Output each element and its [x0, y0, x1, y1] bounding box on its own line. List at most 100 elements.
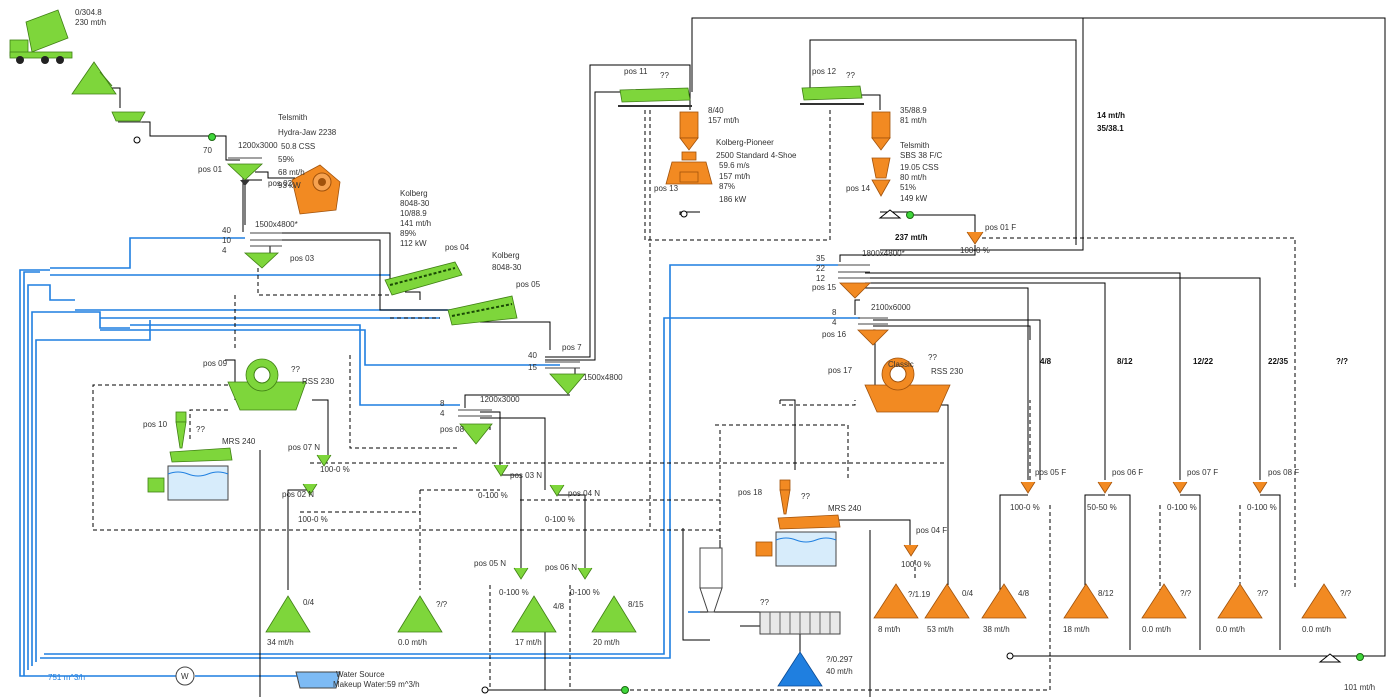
scr5-size: 2100x6000 [871, 303, 911, 312]
cone1-2: 2500 Standard 4-Shoe [716, 151, 797, 160]
cone1-rate: 157 mt/h [708, 116, 739, 125]
qq-rss2: ?? [928, 353, 937, 362]
node-start [481, 686, 489, 694]
splitter-icon [1097, 481, 1113, 494]
scr3-deck-2: 4 [440, 409, 445, 418]
final-rate-label: 101 mt/h [1344, 683, 1375, 692]
split-01F: 100-0 % [960, 246, 990, 255]
mrs1: MRS 240 [222, 437, 256, 446]
labels: 0/304.8 230 mt/h 70 1200x3000 Telsmith H… [48, 8, 1375, 692]
pile-9-rate: 0.0 mt/h [1142, 625, 1171, 634]
hydrocyclone-icon [175, 411, 187, 449]
recycle-size: 35/38.1 [1097, 124, 1124, 133]
pile-5-rate: 8 mt/h [878, 625, 900, 634]
hydrocyclone-icon [779, 479, 791, 515]
splitter-icon [316, 454, 332, 467]
prod-size-5: ?/? [1336, 357, 1348, 366]
makeup-water-label: Makeup Water:59 m^3/h [333, 680, 420, 689]
rss2: RSS 230 [931, 367, 964, 376]
pile-3-size: 4/8 [553, 602, 565, 611]
screen-icon [243, 232, 282, 269]
split-06N: 0-100 % [570, 588, 600, 597]
pile-6-size: 0/4 [962, 589, 974, 598]
scr4-size: 1800x4800* [862, 249, 905, 258]
stockpile-icon [924, 583, 970, 619]
label-pos14: pos 14 [846, 184, 871, 193]
scr2-deck-1: 40 [528, 351, 537, 360]
split-07N: 100-0 % [320, 465, 350, 474]
tank-icon [755, 531, 837, 567]
scr1-deck-2: 10 [222, 236, 231, 245]
node-sensor [906, 211, 914, 219]
jaw-info-4: 59% [278, 155, 294, 164]
stockpile-icon [1217, 583, 1263, 619]
split-04F: 100-0 % [901, 560, 931, 569]
screen-icon [857, 317, 889, 346]
stockpile-icon [981, 583, 1027, 619]
cone1-6: 186 kW [719, 195, 747, 204]
cone2-1: Telsmith [900, 141, 929, 150]
pile-4-rate: 20 mt/h [593, 638, 620, 647]
pile-7-size: 4/8 [1018, 589, 1030, 598]
pile-4-size: 8/15 [628, 600, 644, 609]
bucket-wheel-icon [227, 358, 307, 411]
kolberg1-3: 10/88.9 [400, 209, 427, 218]
cone2-2: SBS 38 F/C [900, 151, 942, 160]
qq-pos18: ?? [801, 492, 810, 501]
pile-10-rate: 0.0 mt/h [1216, 625, 1245, 634]
cone2-rate: 81 mt/h [900, 116, 927, 125]
pile-6-rate: 53 mt/h [927, 625, 954, 634]
mrs2: MRS 240 [828, 504, 862, 513]
log-washer-icon [384, 261, 463, 296]
splitter-icon [302, 483, 318, 496]
scr4-deck-1: 35 [816, 254, 825, 263]
cone-crusher-icon [871, 111, 891, 197]
split-08F: 0-100 % [1247, 503, 1277, 512]
truck-icon [9, 9, 73, 64]
pile-8-rate: 18 mt/h [1063, 625, 1090, 634]
splitter-icon [493, 464, 509, 477]
label-pos06N: pos 06 N [545, 563, 577, 572]
label-pos02N: pos 02 N [282, 490, 314, 499]
label-pos02: pos 02 [268, 179, 293, 188]
prod-size-4: 22/35 [1268, 357, 1289, 366]
label-pos03N: pos 03 N [510, 471, 542, 480]
cone1-in: 8/40 [708, 106, 724, 115]
jaw-info-2: Hydra-Jaw 2238 [278, 128, 337, 137]
label-pos07F: pos 07 F [1187, 468, 1218, 477]
label-pos05F: pos 05 F [1035, 468, 1066, 477]
label-pos04F: pos 04 F [916, 526, 947, 535]
node-sensor [621, 686, 629, 694]
split-06F: 50-50 % [1087, 503, 1117, 512]
label-pos03: pos 03 [290, 254, 315, 263]
kolberg1-5: 89% [400, 229, 416, 238]
vibrating-feeder-icon [111, 111, 146, 123]
label-pos09: pos 09 [203, 359, 228, 368]
pile-11-size: ?/? [1340, 589, 1352, 598]
jaw-info-1: Telsmith [278, 113, 307, 122]
feed-rate: 230 mt/h [75, 18, 106, 27]
tank-icon [147, 465, 229, 501]
jaw-info-5: 68 mt/h [278, 168, 305, 177]
pump-icon: W [175, 666, 195, 686]
scr2-deck-2: 15 [528, 363, 537, 372]
label-pos11: pos 11 [624, 67, 648, 76]
cone2-3: 19.05 CSS [900, 163, 939, 172]
kolberg1-2: 8048-30 [400, 199, 430, 208]
stockpile-icon [777, 651, 823, 687]
kolberg2-1: Kolberg [492, 251, 520, 260]
bucket-wheel-icon [864, 357, 951, 413]
stockpiles [265, 583, 1347, 687]
cone2-in: 35/88.9 [900, 106, 927, 115]
scr1-deck-3: 4 [222, 246, 227, 255]
stockpile-icon [397, 595, 443, 633]
label-pos08: pos 08 [440, 425, 465, 434]
pile-10-size: ?/? [1257, 589, 1269, 598]
dewatering-screen-icon [800, 85, 864, 105]
cone2-5: 51% [900, 183, 916, 192]
slimes-size: ?/0.297 [826, 655, 853, 664]
scr1-deck-1: 40 [222, 226, 231, 235]
scr4-deck-2: 22 [816, 264, 825, 273]
splitter-icon [1020, 481, 1036, 494]
